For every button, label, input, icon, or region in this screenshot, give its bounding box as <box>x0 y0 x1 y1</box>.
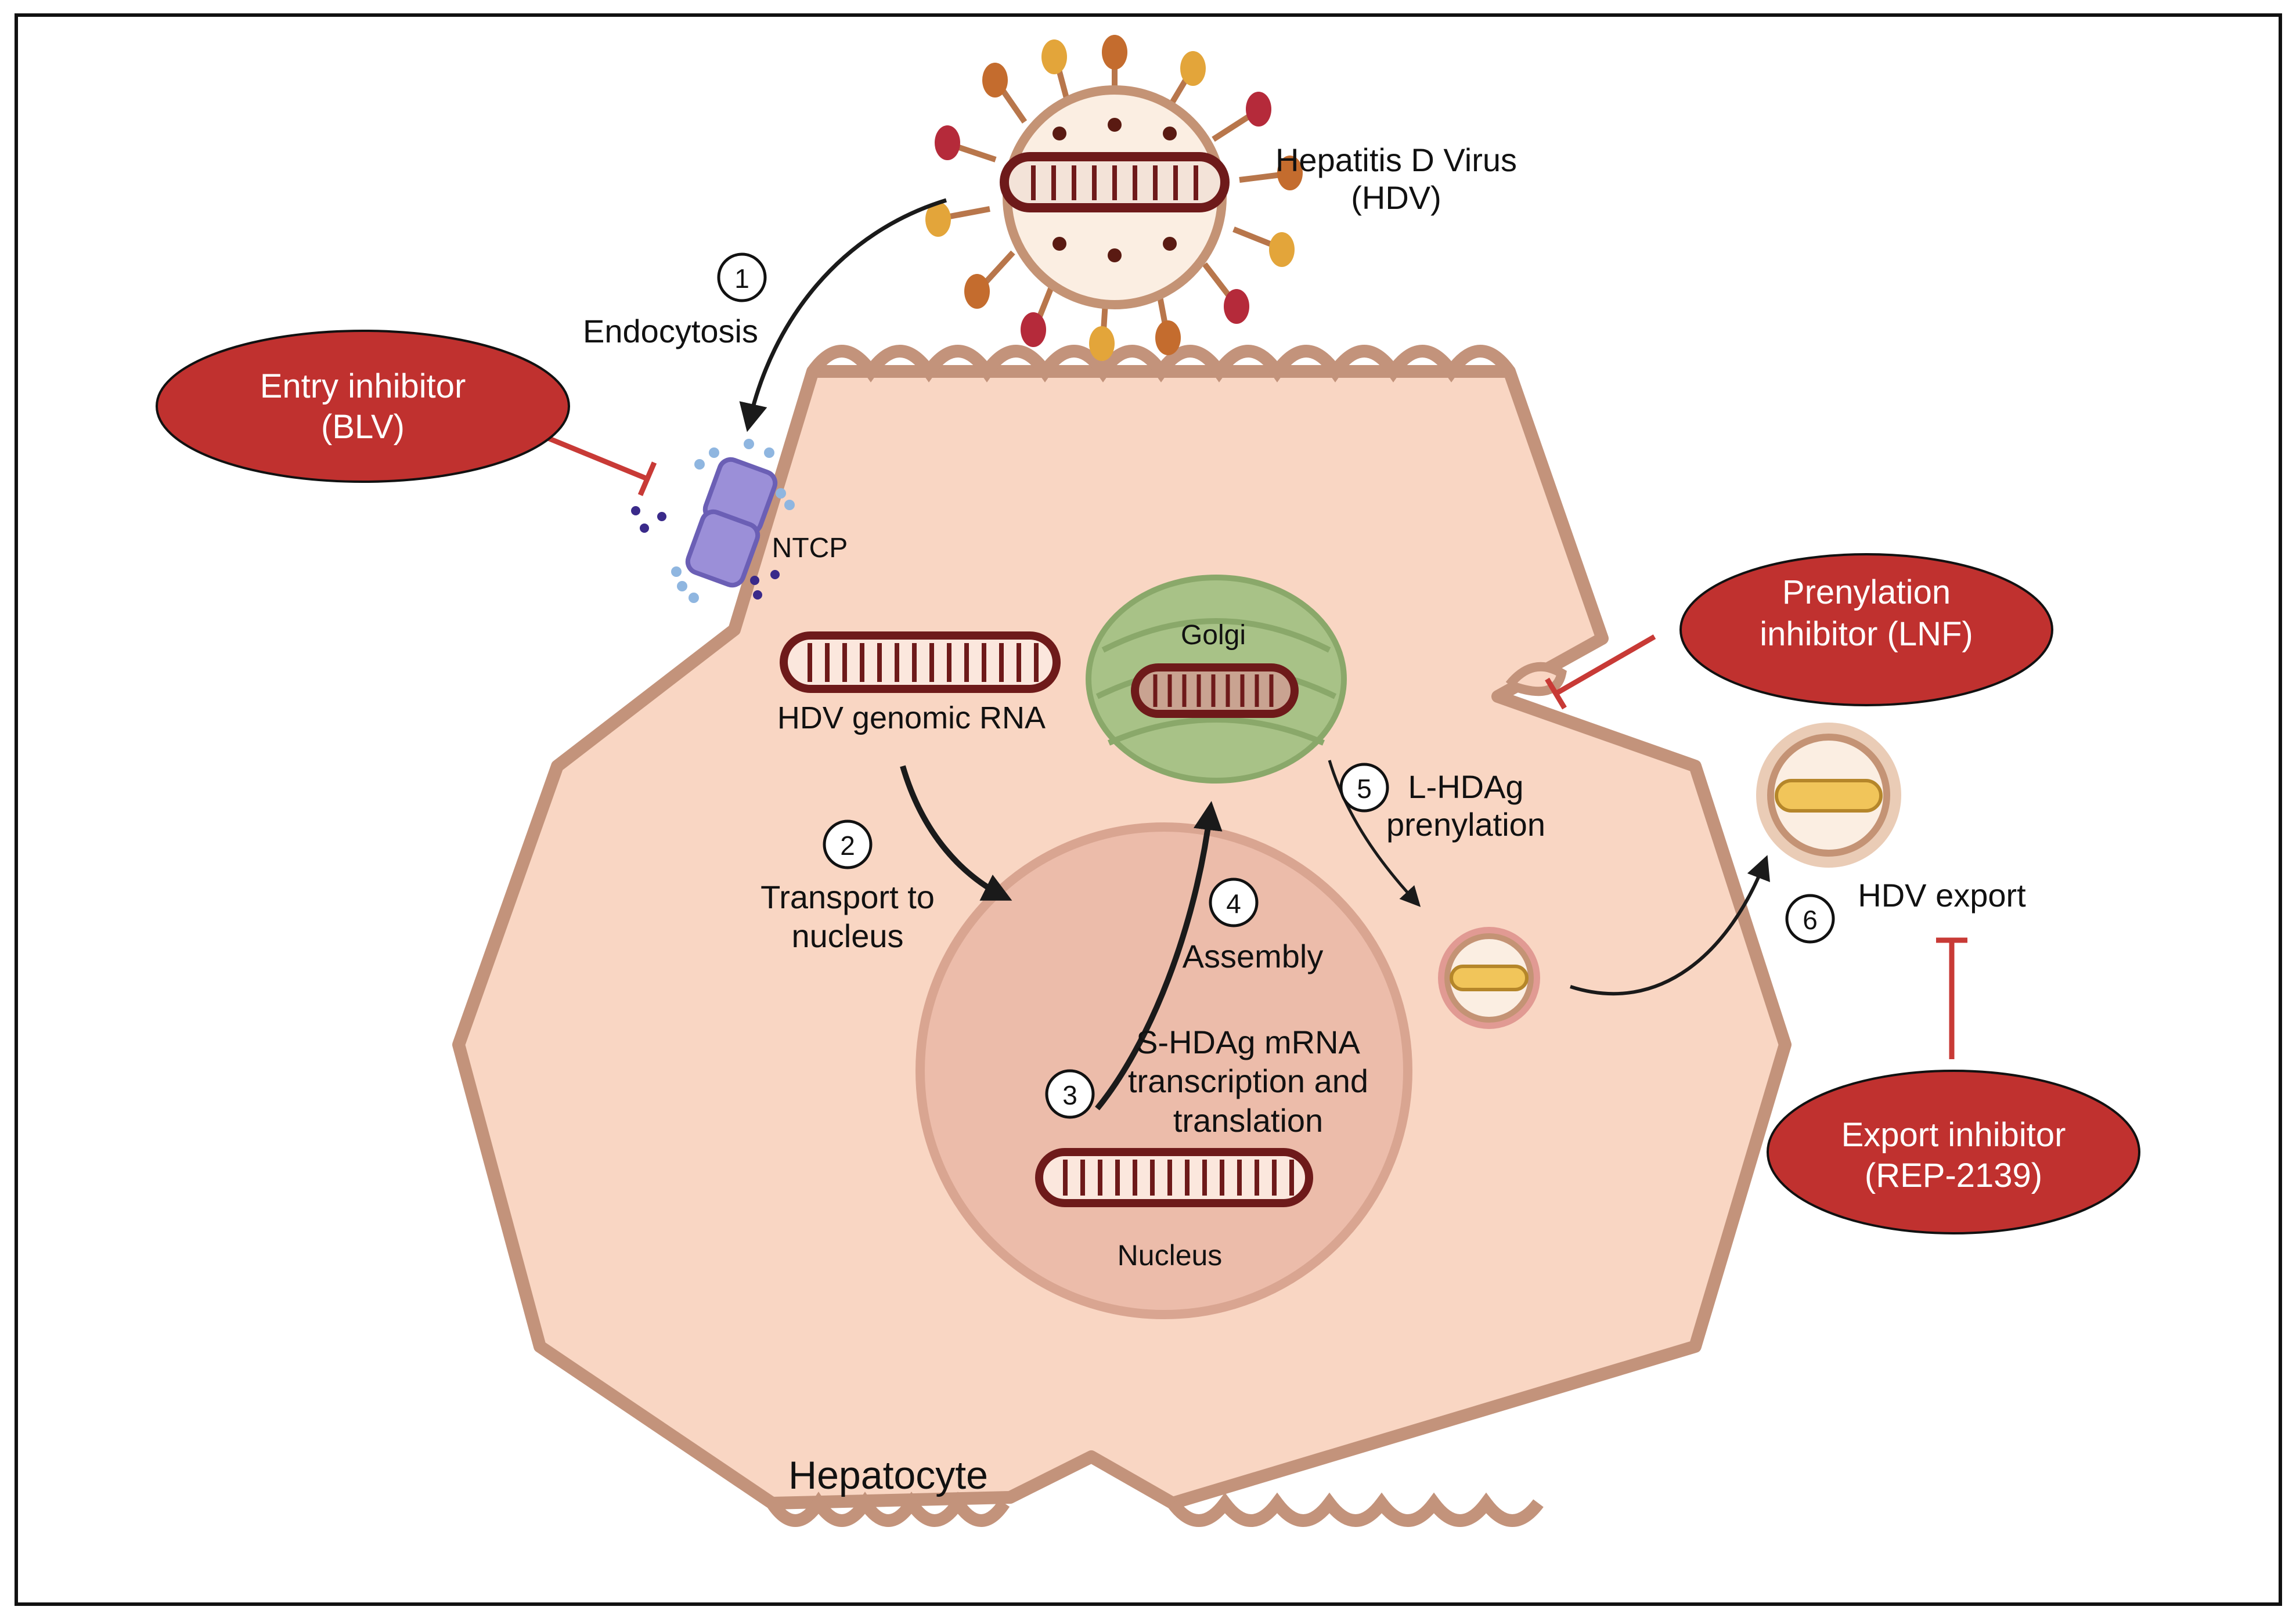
arrow-endocytosis <box>739 198 947 432</box>
step-3: 3 S-HDAg mRNA transcription and translat… <box>1045 1024 1368 1139</box>
arrow-transport-to-nucleus <box>900 765 1012 901</box>
pathway-arrows <box>739 198 1770 1111</box>
golgi-rna-shape <box>1131 663 1299 718</box>
step-4-text: Assembly <box>1183 938 1324 974</box>
entry-inhibition-line <box>530 428 648 482</box>
prenylation-inhibitor-line1: Prenylation <box>1782 573 1951 611</box>
step-2-text-line1: Transport to <box>760 879 935 915</box>
figure-frame <box>15 13 2282 1606</box>
export-inhibitor-pill: Export inhibitor (REP-2139) <box>1767 1070 2140 1234</box>
step-6: 6 HDV export <box>1785 877 2026 944</box>
prenylation-inhibitor-pill: Prenylation inhibitor (LNF) <box>1679 553 2053 706</box>
step-1-text: Endocytosis <box>583 313 758 349</box>
hdv-genomic-rna-shape <box>780 631 1061 693</box>
arrow-export <box>1570 855 1770 996</box>
step-3-text-line2: transcription and <box>1128 1063 1368 1099</box>
inhibition-lines <box>530 428 1967 1059</box>
step-6-text: HDV export <box>1858 877 2026 914</box>
golgi-label: Golgi <box>1181 620 1246 651</box>
hdv-virion-large <box>925 35 1303 361</box>
entry-inhibitor-line1: Entry inhibitor <box>260 367 466 405</box>
step-2-text-line2: nucleus <box>791 918 903 954</box>
hdv-virion-exported <box>1756 723 1901 868</box>
receptor-label: NTCP <box>772 533 848 564</box>
export-inhibitor-line1: Export inhibitor <box>1841 1116 2066 1154</box>
arrow-prenylation <box>1328 760 1421 907</box>
genomic-rna-label: HDV genomic RNA <box>777 701 1046 735</box>
step-4-number: 4 <box>1226 889 1241 919</box>
step-5-text-line1: L-HDAg <box>1408 768 1523 805</box>
step-1-number: 1 <box>734 263 749 294</box>
virus-name-line1: Hepatitis D Virus <box>1275 142 1517 178</box>
hdv-virion-small-cytoplasm <box>1438 927 1540 1029</box>
step-1: 1 Endocytosis <box>583 252 767 349</box>
prenylation-inhibitor-line2: inhibitor (LNF) <box>1760 615 1973 653</box>
step-3-number: 3 <box>1062 1080 1077 1110</box>
step-5-text-line2: prenylation <box>1386 806 1545 843</box>
entry-inhibitor-line2: (BLV) <box>321 408 405 446</box>
arrow-assembly <box>1095 801 1223 1111</box>
entry-inhibitor-pill: Entry inhibitor (BLV) <box>156 330 570 483</box>
nucleus-label: Nucleus <box>1118 1239 1223 1272</box>
step-2: 2 Transport to nucleus <box>760 819 935 954</box>
virus-name-line2: (HDV) <box>1351 179 1441 216</box>
ntcp-receptor <box>631 439 795 603</box>
nucleus-rna-shape <box>1035 1148 1313 1207</box>
step-5-number: 5 <box>1357 774 1372 804</box>
export-inhibitor-line2: (REP-2139) <box>1865 1157 2042 1194</box>
step-6-number: 6 <box>1803 905 1818 935</box>
prenylation-inhibition-line <box>1554 634 1656 696</box>
step-5: 5 L-HDAg prenylation <box>1339 763 1545 843</box>
step-3-text-line1: S-HDAg mRNA <box>1136 1024 1360 1060</box>
step-3-text-line3: translation <box>1173 1102 1323 1139</box>
step-4: 4 Assembly <box>1183 878 1324 974</box>
step-2-number: 2 <box>840 831 855 861</box>
cell-name: Hepatocyte <box>788 1453 988 1497</box>
